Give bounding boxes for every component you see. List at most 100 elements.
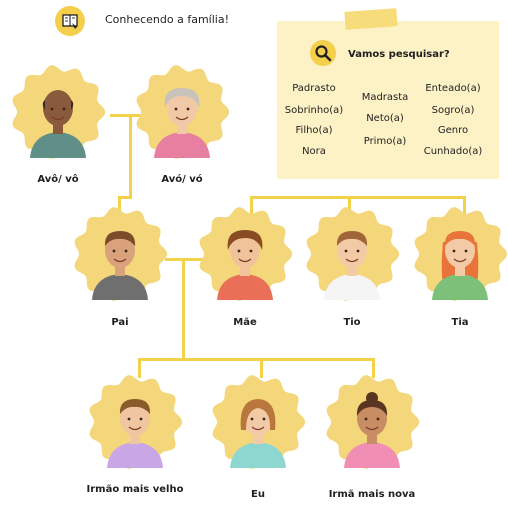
person-label: Tia (451, 317, 469, 328)
eye-left (237, 249, 241, 253)
hair-curly (227, 230, 263, 250)
connector-siblings (250, 196, 465, 199)
portrait (89, 375, 183, 469)
neck (347, 262, 357, 276)
page-title: Conhecendo a família! (105, 13, 230, 26)
face (357, 400, 387, 436)
smile (113, 258, 127, 263)
person-label: Irmã mais nova (328, 489, 416, 500)
smile (51, 116, 65, 121)
book-pointer-icon (55, 6, 85, 36)
person-label: Mãe (233, 317, 257, 328)
neck (455, 262, 465, 276)
face (337, 232, 367, 268)
word-padrasto: Padrasto (292, 83, 336, 94)
eye-left (174, 107, 178, 111)
shirt (107, 442, 163, 468)
eye-left (50, 107, 54, 111)
connector-to-father (118, 196, 132, 199)
shirt (432, 274, 488, 300)
face (43, 90, 73, 126)
eye-right (186, 107, 190, 111)
face (445, 232, 475, 268)
eye-left (112, 249, 116, 253)
word-madrasta: Madrasta (361, 92, 409, 103)
word-filho: Filho(a) (295, 125, 333, 136)
face (120, 400, 150, 436)
eye-right (376, 417, 380, 421)
connector-uncle-drop (348, 196, 351, 214)
face (230, 232, 260, 268)
portrait (306, 207, 400, 301)
person-label: Avó/ vó (161, 174, 203, 185)
eye-left (364, 417, 368, 421)
connector-brother-drop (138, 358, 141, 378)
smile (345, 258, 359, 263)
shirt (30, 132, 86, 158)
eye-right (124, 249, 128, 253)
person-label: Pai (111, 317, 129, 328)
magnifier-icon (310, 40, 336, 66)
word-cunhado: Cunhado(a) (423, 146, 483, 157)
hair-side-right (71, 100, 74, 110)
hair-top (356, 400, 388, 416)
word-neto: Neto(a) (366, 113, 404, 124)
hair-bob (240, 399, 276, 430)
word-sobrinho: Sobrinho(a) (284, 105, 344, 116)
word-enteado: Enteado(a) (425, 83, 481, 94)
eye-left (250, 417, 254, 421)
smile (128, 426, 142, 431)
smile (365, 426, 379, 431)
shirt (92, 274, 148, 300)
portrait (414, 207, 508, 301)
person-label: Eu (251, 489, 265, 500)
portrait (326, 375, 420, 469)
eye-left (452, 249, 456, 253)
eye-right (249, 249, 253, 253)
connector-children (138, 358, 374, 361)
face (105, 232, 135, 268)
tape-decoration (344, 8, 398, 30)
smile (453, 258, 467, 263)
word-nora: Nora (302, 146, 326, 157)
neck (115, 262, 125, 276)
person-label: Avô/ vô (37, 174, 79, 185)
smile (251, 426, 265, 431)
connector-mother-drop (250, 196, 253, 214)
neck (253, 430, 263, 444)
connector-me-drop (260, 358, 263, 378)
connector-sister-drop (372, 358, 375, 378)
shirt (344, 442, 400, 468)
word-sogro: Sogro(a) (431, 105, 475, 116)
eye-right (62, 107, 66, 111)
hair-top (104, 231, 136, 246)
person-label: Tio (343, 317, 361, 328)
portrait (12, 65, 106, 159)
face (167, 90, 197, 126)
neck (130, 430, 140, 444)
portrait (212, 375, 306, 469)
shirt (230, 442, 286, 468)
portrait (74, 207, 168, 301)
hair-top (444, 231, 476, 246)
search-title: Vamos pesquisar? (348, 49, 450, 60)
hair-curly (164, 88, 200, 108)
shirt (217, 274, 273, 300)
neck (367, 430, 377, 444)
smile (238, 258, 252, 263)
connector-grandparents-down (129, 115, 132, 197)
connector-parents (165, 258, 210, 261)
word-primo: Primo(a) (363, 136, 407, 147)
hair-side-left (42, 100, 45, 110)
neck (177, 120, 187, 134)
neck (53, 120, 63, 134)
eye-left (127, 417, 131, 421)
word-genro: Genro (437, 125, 469, 136)
connector-aunt-drop (463, 196, 466, 214)
neck (240, 262, 250, 276)
connector-father-drop (118, 196, 121, 214)
shirt (154, 132, 210, 158)
hair-top (336, 231, 368, 246)
shirt (324, 274, 380, 300)
person-label: Irmão mais velho (86, 484, 184, 495)
